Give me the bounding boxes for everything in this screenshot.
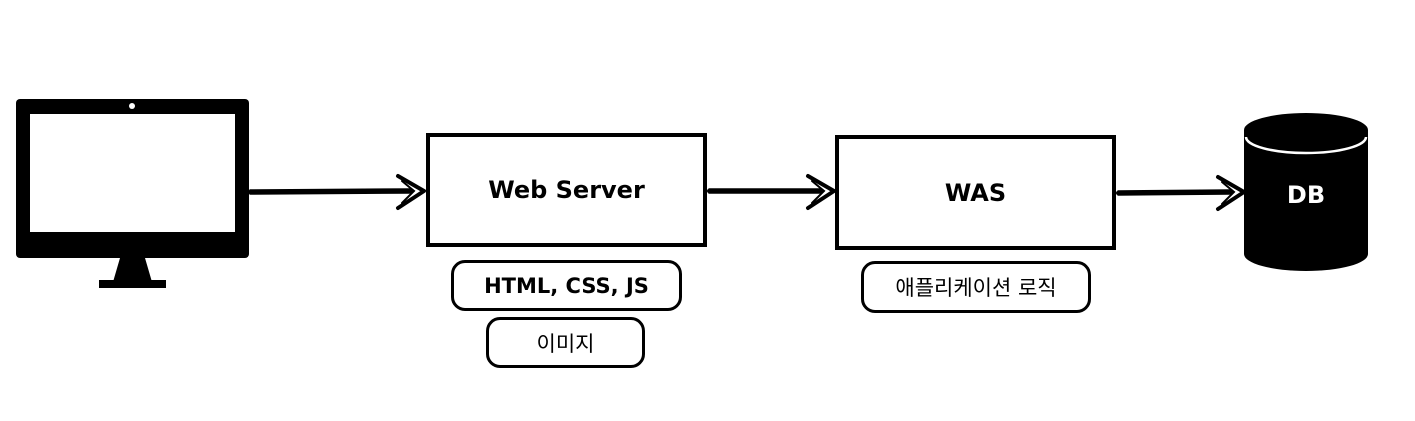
was-application-logic: 애플리케이션 로직 bbox=[861, 261, 1091, 313]
database-label: DB bbox=[1286, 181, 1326, 209]
static-assets-label: HTML, CSS, JS bbox=[484, 273, 649, 298]
monitor-icon bbox=[16, 99, 249, 288]
web-server-box: Web Server bbox=[426, 133, 707, 247]
images-label: 이미지 bbox=[536, 331, 595, 356]
was-box: WAS bbox=[835, 135, 1116, 250]
web-server-images: 이미지 bbox=[486, 317, 645, 368]
was-label: WAS bbox=[944, 178, 1007, 207]
arrow-client-to-webserver bbox=[248, 174, 426, 210]
database-icon bbox=[1244, 113, 1368, 271]
web-server-static-assets: HTML, CSS, JS bbox=[451, 260, 682, 311]
arrow-webserver-to-was bbox=[707, 174, 836, 210]
arrow-was-to-db bbox=[1116, 175, 1246, 211]
web-server-label: Web Server bbox=[488, 176, 645, 204]
application-logic-label: 애플리케이션 로직 bbox=[895, 276, 1057, 300]
